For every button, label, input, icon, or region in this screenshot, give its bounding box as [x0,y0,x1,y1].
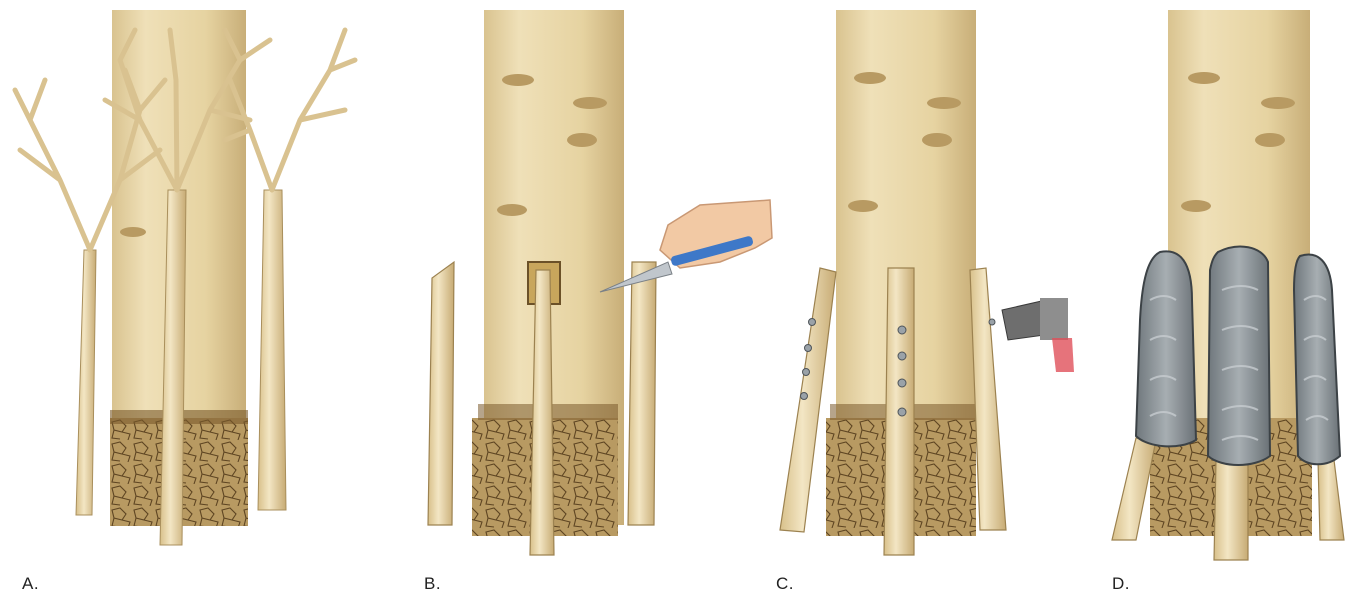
wound-dressing-center [1208,247,1270,465]
bark-knot [1255,133,1285,147]
bark-knot [502,74,534,86]
bark-knot [497,204,527,216]
bark-knot [1181,200,1211,212]
bridge-graft-right [1318,460,1344,540]
panel-label-a: A. [22,574,39,594]
bark-knot [120,227,146,237]
scion-right [628,262,656,525]
panel-label-c: C. [776,574,794,594]
bark-knot [927,97,961,109]
bark-knot [573,97,607,109]
panel-c [780,10,1074,555]
bark-knot [1188,72,1220,84]
sprout-right [258,190,286,510]
bark-knot [1261,97,1295,109]
bridge-graft-center [1214,460,1248,560]
wound-dressing-left [1136,251,1196,446]
wound-dressing-right [1294,254,1340,464]
hammer-icon [1002,298,1074,372]
bark-knot [854,72,886,84]
panel-b [428,10,772,555]
bridge-graft-left [1112,438,1156,540]
sprout-left [76,250,96,515]
bark-knot [567,133,597,147]
scion-cut [428,262,454,525]
panel-label-b: B. [424,574,441,594]
panel-d [1112,10,1344,560]
bark-knot [848,200,878,212]
panel-a [15,10,355,545]
panel-label-d: D. [1112,574,1130,594]
bark-knot [922,133,952,147]
